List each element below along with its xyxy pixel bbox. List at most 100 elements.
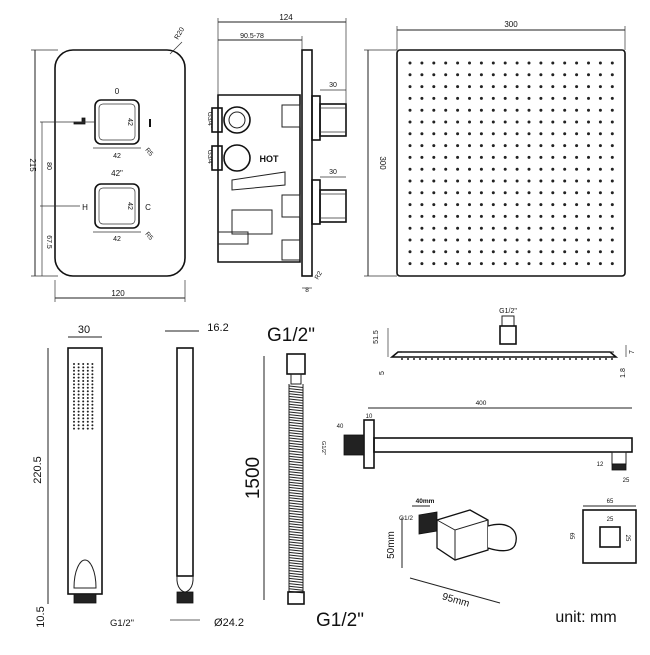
side-nozzle-dot bbox=[587, 358, 589, 360]
nozzle-dot bbox=[408, 179, 412, 183]
handset-hole bbox=[91, 376, 94, 379]
handset-hole bbox=[86, 424, 89, 427]
handset-hole bbox=[77, 366, 80, 369]
nozzle-dot bbox=[539, 85, 543, 89]
nozzle-dot bbox=[456, 262, 460, 266]
valve-body bbox=[217, 94, 301, 263]
hose-coil bbox=[288, 419, 304, 422]
handset-hole bbox=[77, 414, 80, 416]
flange-inner-square bbox=[599, 526, 621, 548]
nozzle-dot bbox=[515, 250, 519, 254]
handset-hole bbox=[82, 380, 85, 382]
arm-dim-25-label: 25 bbox=[623, 478, 630, 484]
nozzle-dot bbox=[444, 61, 448, 65]
handset-hole bbox=[73, 376, 75, 379]
cold-label: C bbox=[145, 203, 151, 212]
hose-coil bbox=[288, 523, 304, 526]
nozzle-dot bbox=[491, 108, 495, 112]
nozzle-dot bbox=[527, 155, 531, 159]
nozzle-dot bbox=[539, 238, 543, 242]
nozzle-dot bbox=[491, 191, 495, 195]
hose-coil bbox=[288, 434, 304, 438]
bottom-knob bbox=[94, 183, 140, 229]
hose-coil bbox=[288, 445, 304, 448]
nozzle-dot bbox=[598, 108, 602, 112]
hose-coil bbox=[288, 525, 304, 529]
nozzle-dot bbox=[444, 250, 448, 254]
nozzle-dot bbox=[468, 132, 471, 136]
nozzle-dot bbox=[456, 191, 460, 195]
nozzle-dot bbox=[479, 250, 483, 254]
nozzle-dot bbox=[610, 226, 614, 230]
nozzle-dot bbox=[551, 226, 555, 230]
handset-hole bbox=[73, 386, 75, 389]
nozzle-dot bbox=[598, 238, 602, 242]
nozzle-dot bbox=[479, 191, 483, 195]
nozzle-dot bbox=[551, 238, 555, 242]
handset-hole bbox=[77, 410, 80, 413]
handset-hole bbox=[86, 420, 89, 423]
handset-hole bbox=[82, 410, 85, 413]
side-nozzle-dot bbox=[479, 358, 481, 360]
handset-hole bbox=[82, 393, 85, 396]
hose-coil bbox=[288, 505, 304, 508]
nozzle-dot bbox=[432, 179, 436, 183]
nozzle-dot bbox=[456, 214, 460, 218]
bottom-knob-mark: 42" bbox=[111, 169, 123, 178]
nozzle-dot bbox=[503, 179, 507, 183]
nozzle-dot bbox=[587, 108, 590, 112]
hose-coil bbox=[288, 544, 304, 547]
nozzle-dot bbox=[468, 226, 471, 230]
handset-diameter-label: Ø24.2 bbox=[214, 617, 244, 629]
nozzle-dot bbox=[551, 73, 555, 77]
nozzle-dot bbox=[539, 144, 543, 148]
nozzle-dot bbox=[551, 214, 555, 218]
handset-hole bbox=[77, 403, 80, 406]
nozzle-dot bbox=[491, 120, 495, 124]
nozzle-dot bbox=[527, 203, 531, 207]
wall-holder-drawing: 40mm G1/2 50mm 95mm bbox=[386, 498, 517, 610]
flange-width-label: 65 bbox=[607, 499, 614, 505]
handset-hole bbox=[91, 417, 94, 420]
nozzle-dot bbox=[587, 61, 590, 65]
handset-hole bbox=[73, 369, 75, 372]
side-nozzle-dot bbox=[527, 358, 529, 360]
handset-hole bbox=[77, 424, 80, 427]
hose-coil bbox=[288, 414, 304, 417]
handset-depth-label: 16.2 bbox=[207, 322, 228, 334]
handset-hole bbox=[91, 373, 94, 376]
holder-height-label: 50mm bbox=[386, 531, 397, 559]
nozzle-dot bbox=[503, 132, 507, 136]
nozzle-dot bbox=[598, 132, 602, 136]
nozzle-dot bbox=[479, 167, 483, 171]
nozzle-dot bbox=[491, 155, 495, 159]
nozzle-dot bbox=[408, 214, 412, 218]
handset-body bbox=[67, 347, 103, 595]
nozzle-dot bbox=[444, 203, 448, 207]
side-nozzle-dot bbox=[605, 358, 607, 360]
nozzle-dot bbox=[527, 120, 531, 124]
handset-hole bbox=[73, 407, 75, 410]
handset-hole bbox=[91, 414, 94, 416]
nozzle-dot bbox=[563, 85, 567, 89]
nozzle-dot bbox=[563, 167, 567, 171]
nozzle-dot bbox=[408, 132, 412, 136]
nozzle-dot bbox=[551, 85, 555, 89]
knob-bottom-offset-label: 67.5 bbox=[45, 235, 52, 249]
handset-hole bbox=[86, 390, 89, 393]
handset-hole bbox=[73, 373, 75, 376]
nozzle-dot bbox=[444, 85, 448, 89]
nozzle-dot bbox=[408, 203, 412, 207]
outlet-b-label: 30 bbox=[329, 169, 337, 176]
nozzle-dot bbox=[575, 226, 579, 230]
nozzle-dot bbox=[598, 203, 602, 207]
handset-hole bbox=[73, 427, 75, 430]
nozzle-dot bbox=[610, 167, 614, 171]
handset-hole bbox=[91, 427, 94, 430]
nozzle-dot bbox=[420, 262, 424, 266]
nozzle-dot bbox=[444, 167, 448, 171]
nozzle-dot bbox=[491, 214, 495, 218]
nozzle-dot bbox=[432, 262, 436, 266]
nozzle-dot bbox=[444, 73, 448, 77]
